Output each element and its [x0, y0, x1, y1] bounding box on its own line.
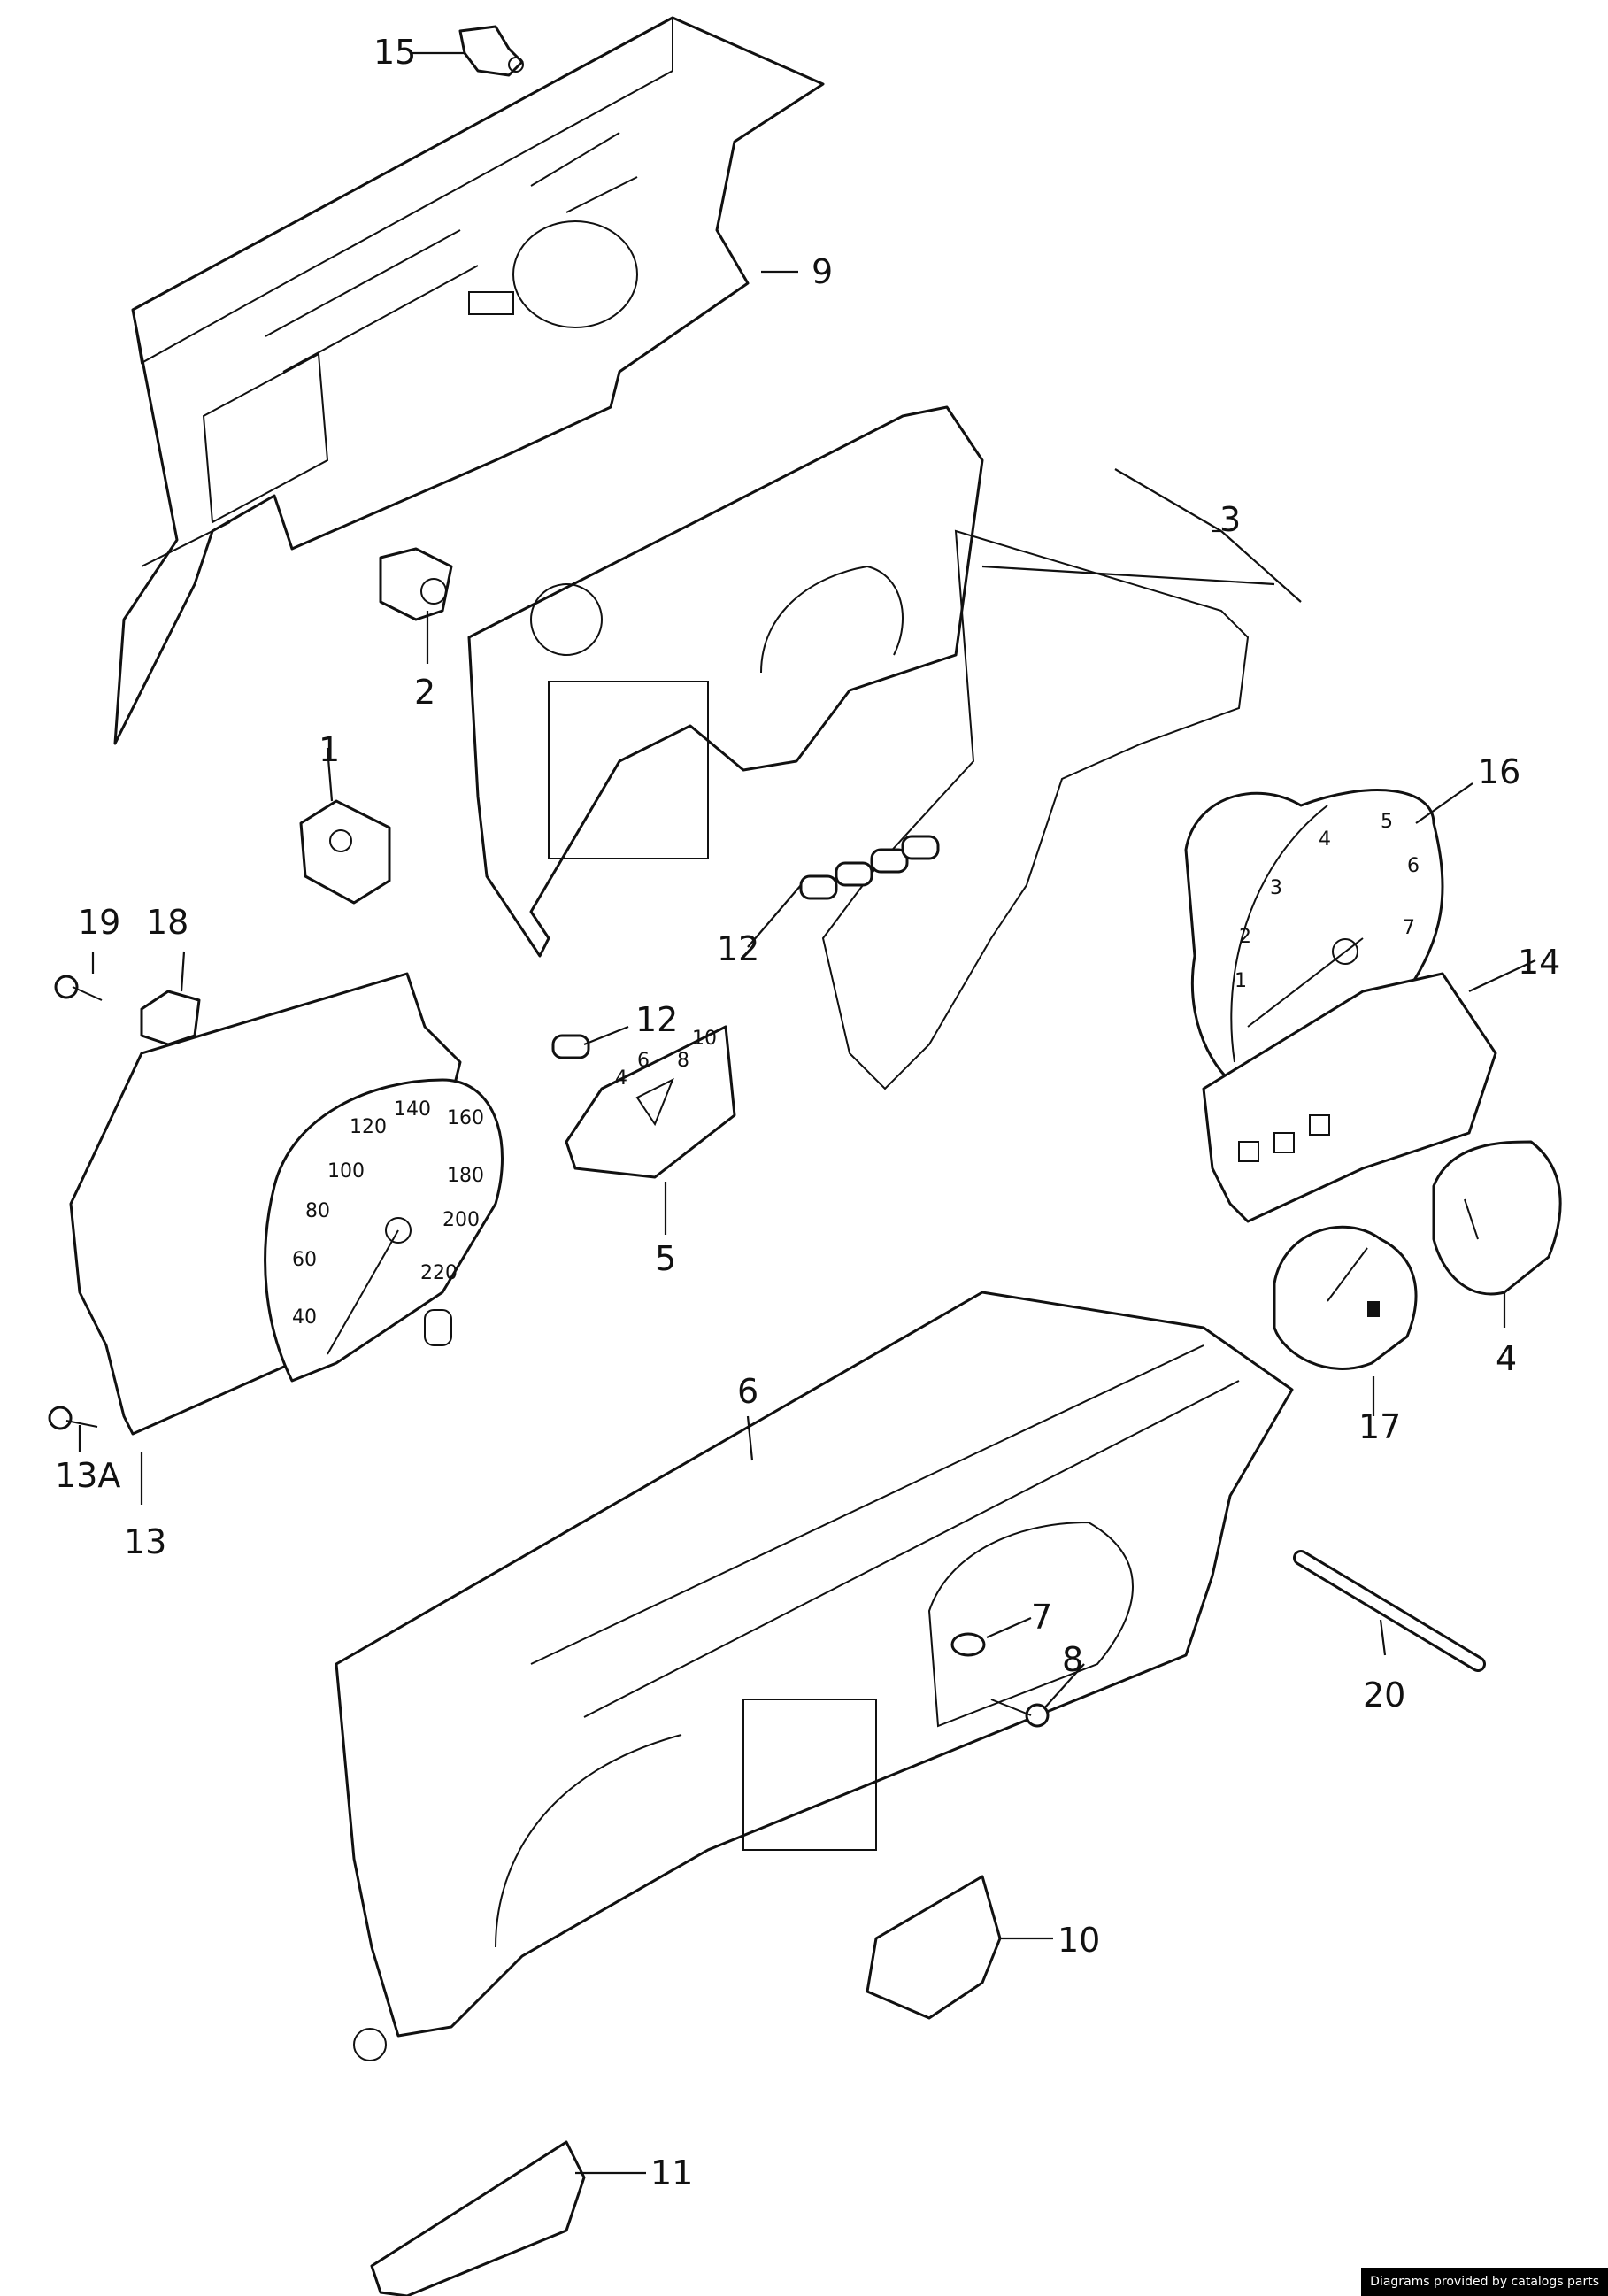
- callout-16: 16: [1478, 752, 1520, 791]
- rpm-1: 1: [1235, 970, 1247, 992]
- speed-80: 80: [305, 1200, 330, 1222]
- callout-12b: 12: [635, 1000, 678, 1039]
- callout-3: 3: [1219, 500, 1241, 539]
- speed-220: 220: [420, 1262, 458, 1284]
- speed-140: 140: [394, 1098, 431, 1121]
- callout-20: 20: [1363, 1676, 1405, 1714]
- drive-shaft: [1293, 1550, 1486, 1672]
- circuit-carrier-plate: [113, 16, 825, 745]
- callout-4: 4: [1496, 1339, 1517, 1378]
- screw-8: [990, 1699, 1050, 1728]
- rpm-7: 7: [1403, 917, 1415, 939]
- rpm-2: 2: [1239, 926, 1251, 948]
- speed-160: 160: [447, 1107, 484, 1129]
- callout-15: 15: [373, 33, 416, 72]
- tachometer-circuit-board: [1202, 972, 1497, 1223]
- rpm-6: 6: [1407, 855, 1420, 877]
- callout-9: 9: [812, 252, 833, 291]
- rpm-4: 4: [1319, 828, 1331, 851]
- speed-200: 200: [442, 1209, 480, 1231]
- speed-100: 100: [327, 1160, 365, 1183]
- bulb-holder-18: [140, 990, 201, 1046]
- tachometer-scale: 1 2 3 4 5 6 7: [1235, 811, 1420, 992]
- small-gauge: [565, 1025, 736, 1179]
- rpm-5: 5: [1381, 811, 1393, 833]
- callout-19: 19: [78, 903, 120, 942]
- callout-12a: 12: [717, 929, 759, 968]
- instrument-housing: [335, 1291, 1294, 2061]
- callout-18: 18: [146, 903, 188, 942]
- screw-13a: [48, 1406, 98, 1430]
- callout-13: 13: [124, 1522, 166, 1561]
- bulb-holder: [458, 25, 524, 77]
- credit-banner: Diagrams provided by catalogs parts: [1361, 2268, 1608, 2296]
- leader-lines: [78, 51, 1536, 2175]
- gauge-8: 8: [677, 1050, 689, 1072]
- bulbs-set: [551, 835, 940, 1059]
- callout-17: 17: [1358, 1407, 1401, 1446]
- tachometer: [1184, 789, 1444, 1090]
- rpm-3: 3: [1270, 877, 1282, 899]
- washer-7: [950, 1632, 986, 1657]
- speed-60: 60: [292, 1249, 317, 1271]
- callout-7: 7: [1031, 1598, 1052, 1637]
- callout-6: 6: [737, 1372, 758, 1411]
- screw-19: [54, 975, 103, 1001]
- speed-40: 40: [292, 1306, 317, 1329]
- callout-1: 1: [319, 730, 340, 769]
- gauge-right: [1432, 1140, 1562, 1296]
- gauge-6: 6: [637, 1050, 650, 1072]
- callout-8: 8: [1062, 1640, 1083, 1679]
- clip-11: [370, 2140, 586, 2296]
- speed-120: 120: [350, 1116, 387, 1138]
- clip-10: [866, 1875, 1002, 2020]
- callout-labels: 15 9 3 2 1 16 14 19 18 12 12 5 4 17 6 13…: [55, 33, 1560, 2192]
- speed-180: 180: [447, 1165, 484, 1187]
- printed-circuit-foil: [467, 405, 1250, 1090]
- gauge-10: 10: [692, 1028, 717, 1050]
- callout-5: 5: [655, 1239, 676, 1278]
- callout-2: 2: [414, 673, 435, 712]
- callout-13a: 13A: [55, 1456, 120, 1495]
- speedometer-scale: 40 60 80 100 120 140 160 180 200 220: [292, 1098, 484, 1329]
- gauge-4: 4: [615, 1067, 627, 1090]
- connector-block: [299, 799, 391, 905]
- callout-14: 14: [1518, 943, 1560, 982]
- callout-11: 11: [650, 2153, 693, 2192]
- small-gauge-scale: 4 6 8 10: [615, 1028, 717, 1090]
- gauge-left: [1273, 1225, 1418, 1370]
- bulb-socket-small: [379, 547, 453, 621]
- callout-10: 10: [1058, 1921, 1100, 1960]
- speedometer-assembly: [69, 972, 504, 1436]
